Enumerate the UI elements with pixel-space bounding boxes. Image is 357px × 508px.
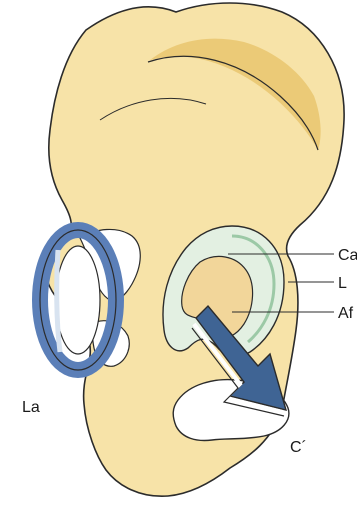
label-af: Af bbox=[338, 305, 354, 322]
label-la: La bbox=[22, 399, 40, 416]
label-ca: Ca bbox=[338, 247, 357, 264]
label-l: L bbox=[338, 275, 347, 292]
label-c-prime: C´ bbox=[290, 439, 307, 456]
